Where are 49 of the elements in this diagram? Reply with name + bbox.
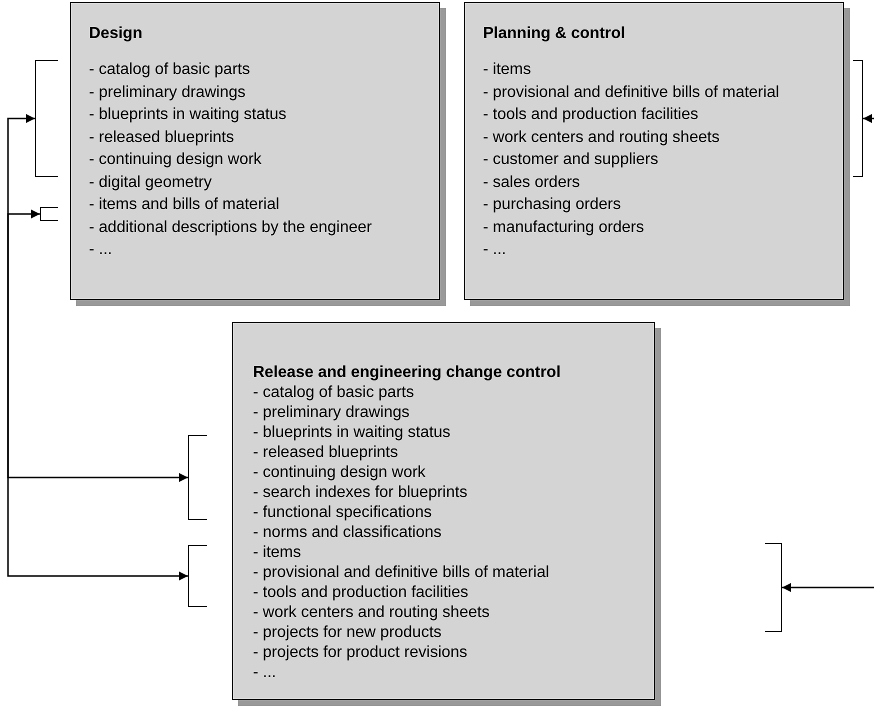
list-item: - preliminary drawings: [253, 403, 410, 423]
list-item: - items and bills of material: [89, 195, 280, 215]
list-item: - ...: [89, 240, 114, 260]
list-item: - blueprints in waiting status: [253, 423, 452, 443]
bracket: [40, 207, 58, 221]
list-item: - tools and production facilities: [483, 105, 700, 125]
list-item: - catalog of basic parts: [253, 383, 415, 403]
list-item: - work centers and routing sheets: [483, 128, 721, 148]
list-item: - projects for new products: [253, 623, 443, 643]
box-heading: Design: [89, 24, 142, 44]
list-item: - functional specifications: [253, 503, 433, 523]
bracket: [188, 435, 207, 520]
list-item: - items: [253, 543, 302, 563]
list-item: - items: [483, 60, 532, 80]
list-item: - provisional and definitive bills of material: [253, 563, 550, 583]
list-item: - provisional and definitive bills of material: [483, 82, 780, 102]
bracket: [35, 60, 58, 177]
list-item: - continuing design work: [89, 150, 263, 170]
list-item: - additional descriptions by the engineer: [89, 218, 373, 238]
list-item: - search indexes for blueprints: [253, 483, 468, 503]
list-item: - digital geometry: [89, 172, 213, 192]
box-heading: Release and engineering change control: [253, 363, 561, 383]
arrow: [863, 114, 874, 123]
list-item: - ...: [253, 663, 278, 683]
list-item: - norms and classifications: [253, 523, 443, 543]
list-item: - tools and production facilities: [253, 583, 470, 603]
list-item: - customer and suppliers: [483, 150, 660, 170]
bracket: [188, 545, 207, 607]
list-item: - blueprints in waiting status: [89, 105, 288, 125]
arrow: [782, 583, 874, 592]
list-item: - preliminary drawings: [89, 82, 246, 102]
list-item: - work centers and routing sheets: [253, 603, 491, 623]
list-item: - projects for product revisions: [253, 643, 468, 663]
list-item: - released blueprints: [253, 443, 399, 463]
list-item: - ...: [483, 240, 508, 260]
list-item: - manufacturing orders: [483, 218, 645, 238]
bracket: [853, 60, 863, 177]
list-item: - continuing design work: [253, 463, 427, 483]
arrow: [7, 114, 188, 482]
text-box: [70, 2, 440, 300]
bracket: [765, 543, 782, 632]
arrow: [7, 210, 188, 580]
list-item: - catalog of basic parts: [89, 60, 251, 80]
text-box: [232, 322, 655, 700]
box-heading: Planning & control: [483, 24, 626, 44]
text-box: [464, 2, 844, 300]
list-item: - sales orders: [483, 172, 581, 192]
list-item: - purchasing orders: [483, 195, 622, 215]
list-item: - released blueprints: [89, 128, 235, 148]
